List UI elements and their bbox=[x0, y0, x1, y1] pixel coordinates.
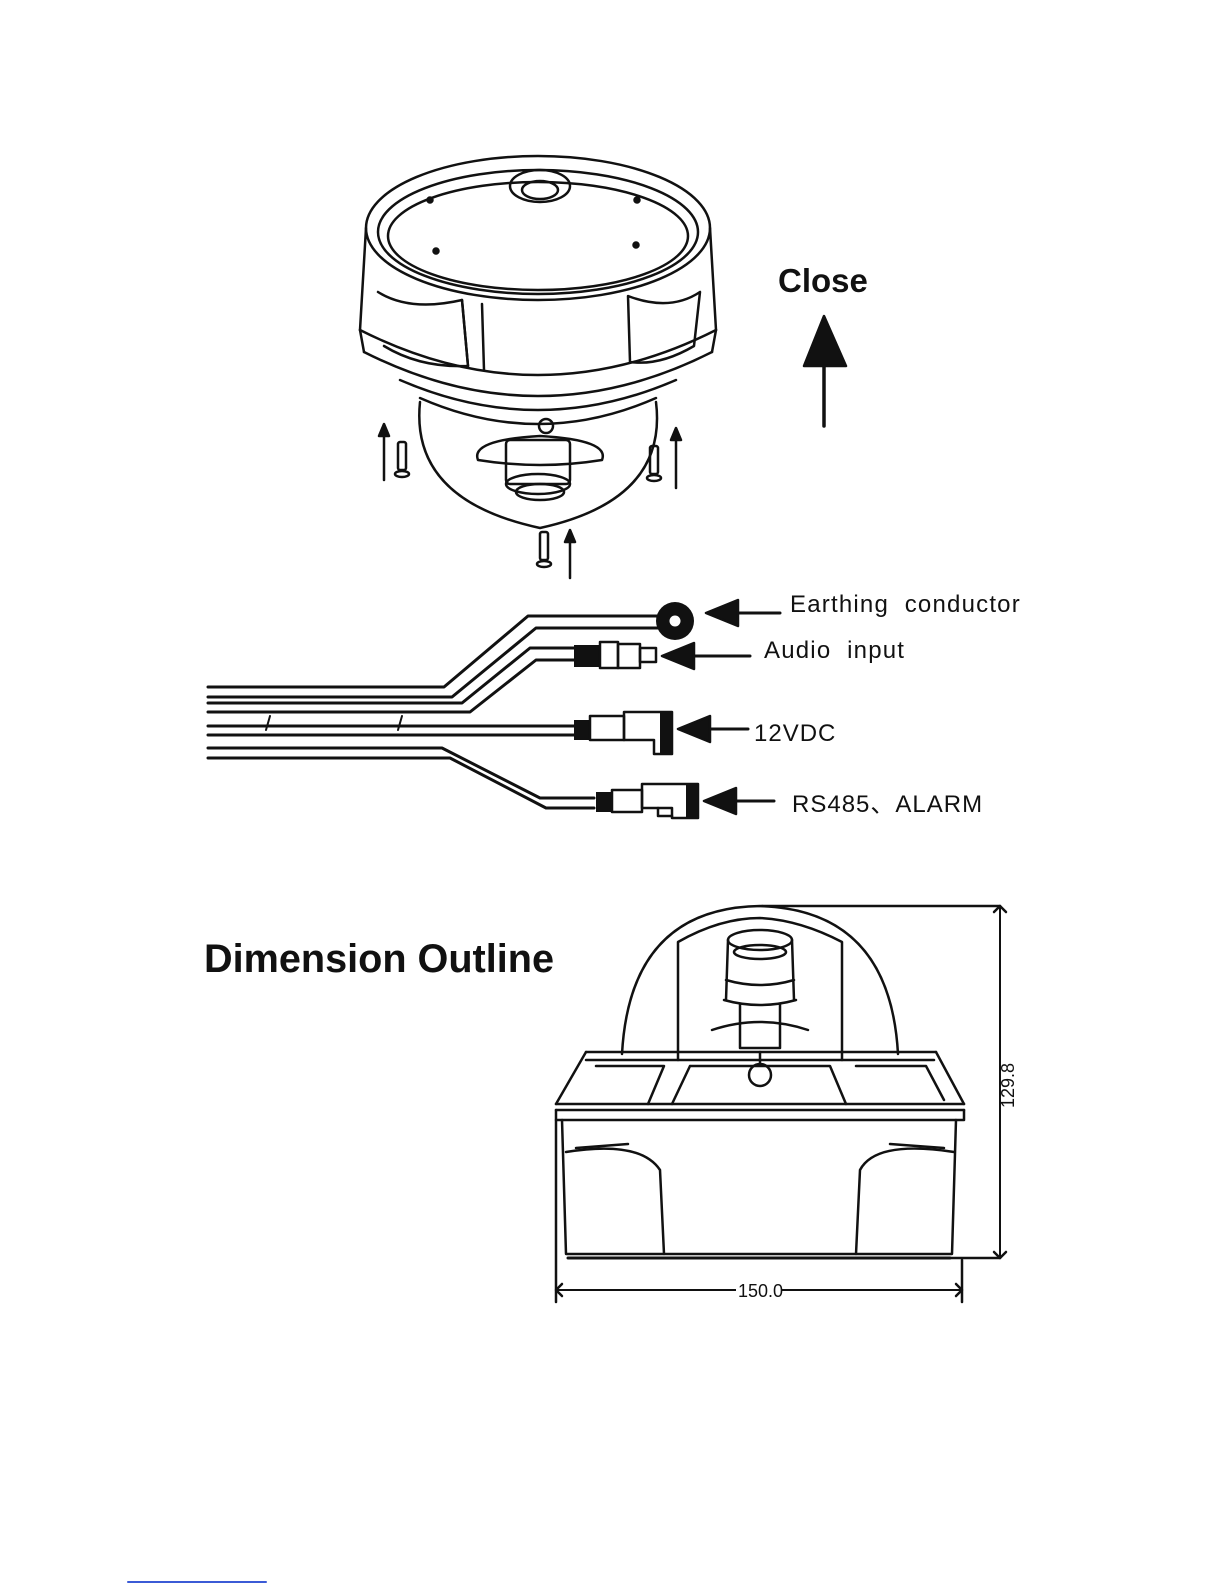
audio-label: Audio input bbox=[764, 637, 905, 664]
height-dimension-value: 129.8 bbox=[998, 1063, 1018, 1108]
close-arrow-icon bbox=[804, 316, 846, 426]
rs485-arrow-icon bbox=[704, 788, 774, 814]
camera-close-illustration bbox=[360, 156, 716, 528]
rs485-connector bbox=[596, 784, 698, 818]
screw-right bbox=[647, 428, 681, 488]
earthing-arrow-icon bbox=[706, 600, 780, 626]
power-arrow-icon bbox=[678, 716, 748, 742]
audio-arrow-icon bbox=[662, 643, 750, 669]
dimension-outline-drawing bbox=[556, 906, 1006, 1302]
dimension-title: Dimension Outline bbox=[204, 937, 554, 981]
width-dimension-value: 150.0 bbox=[738, 1281, 783, 1301]
earthing-connector bbox=[656, 602, 694, 640]
power-label: 12VDC bbox=[754, 720, 836, 747]
cable-bundle bbox=[208, 616, 660, 808]
screw-bottom bbox=[537, 530, 575, 578]
rs485-label: RS485、ALARM bbox=[792, 791, 983, 818]
screw-left bbox=[379, 424, 409, 480]
power-connector bbox=[574, 712, 672, 754]
close-label: Close bbox=[778, 262, 868, 299]
earthing-label: Earthing conductor bbox=[790, 591, 1021, 618]
audio-connector bbox=[574, 642, 656, 668]
